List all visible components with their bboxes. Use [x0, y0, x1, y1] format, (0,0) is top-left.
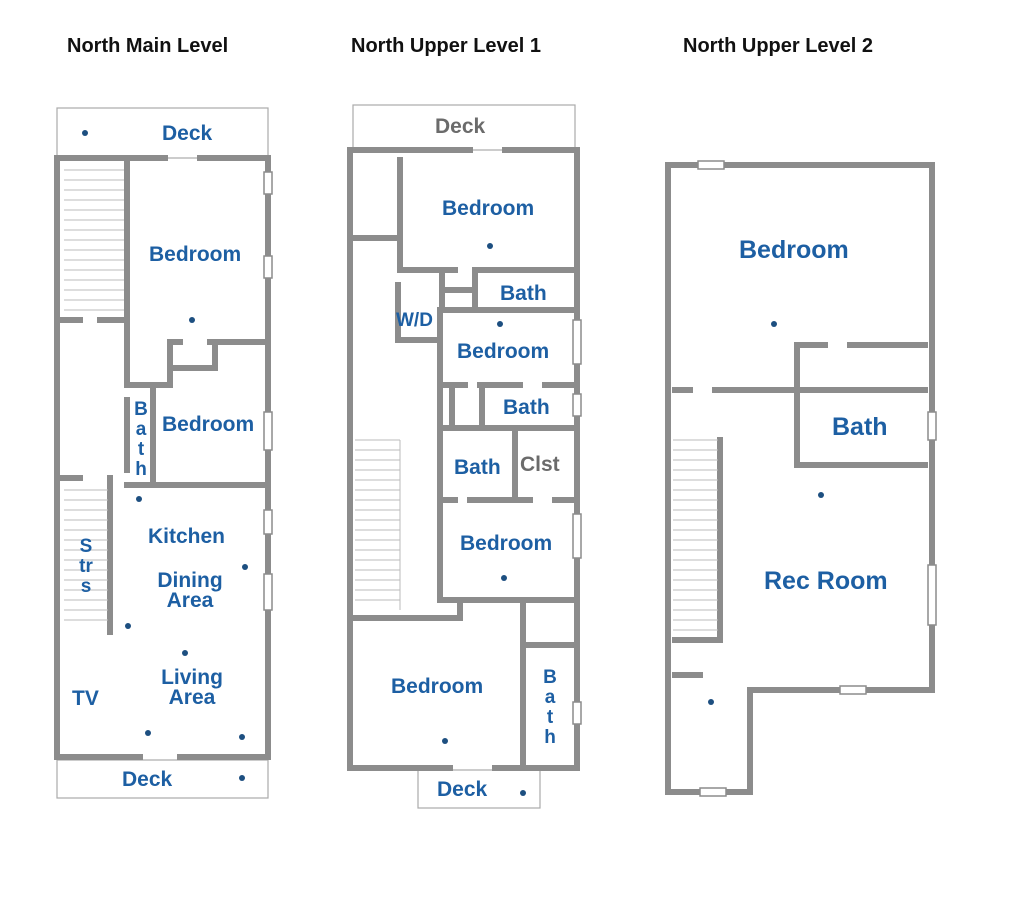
room-label-bedroom: Bedroom [162, 413, 255, 436]
room-label-bath: Bath [832, 413, 888, 441]
room-label-bath: Bath [454, 456, 501, 479]
room-label-closet: Clst [520, 453, 560, 476]
level-title-upper-2: North Upper Level 2 [683, 35, 874, 57]
room-label-deck: Deck [162, 122, 213, 145]
room-label-bedroom: Bedroom [739, 236, 849, 264]
room-label-tv: TV [72, 687, 99, 710]
room-label-rec-room: Rec Room [764, 567, 888, 595]
room-label-deck: Deck [437, 778, 488, 801]
room-label-bath: Bath [500, 282, 547, 305]
room-label-kitchen: Kitchen [148, 525, 226, 548]
room-label-bath: Bath [503, 396, 550, 419]
room-label-bedroom: Bedroom [391, 675, 484, 698]
room-label-deck: Deck [122, 768, 173, 791]
room-label-dining-area: Dining Area [157, 569, 223, 612]
room-label-washer-dryer: W/D [396, 310, 433, 331]
deck-outline [56, 759, 269, 799]
room-label-bath: Bath [134, 399, 148, 480]
room-label-deck: Deck [435, 115, 486, 138]
room-label-bedroom: Bedroom [149, 243, 242, 266]
level-title-upper-1: North Upper Level 1 [351, 35, 542, 57]
room-label-bedroom: Bedroom [442, 197, 535, 220]
deck-outline [417, 769, 541, 809]
room-label-bedroom: Bedroom [457, 340, 550, 363]
room-label-bath: Bath [543, 667, 557, 748]
room-label-living-area: Living Area [161, 666, 223, 709]
level-title-main: North Main Level [67, 35, 229, 57]
room-label-stairs: Strs [79, 536, 93, 597]
room-label-bedroom: Bedroom [460, 532, 553, 555]
